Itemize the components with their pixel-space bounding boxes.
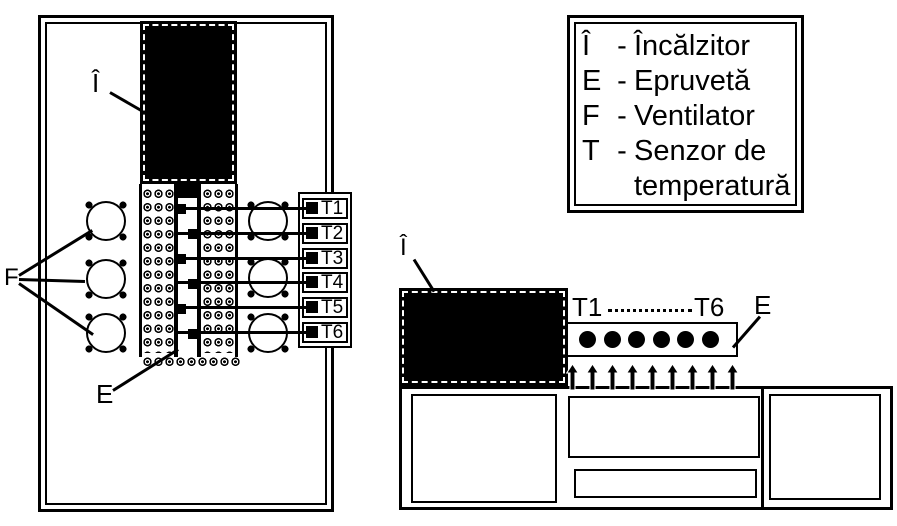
sensor-square-icon: [306, 276, 318, 288]
legend-dash: -: [617, 65, 627, 97]
legend-entry-heater: Î - Încălzitor: [582, 29, 791, 64]
sensor-notch-t6: [188, 329, 198, 339]
base-outer-frame: [399, 386, 893, 510]
legend-name: Încălzitor: [634, 30, 751, 62]
sensor-box-label: T4: [321, 272, 344, 293]
sensor-square-icon: [306, 252, 318, 264]
sensor-box-label: T2: [321, 223, 344, 244]
specimen-channel-top-cap: [176, 184, 200, 198]
heater-dashed-outline: [402, 291, 565, 383]
base-middle-top-box: [568, 396, 760, 458]
tube-circle: [628, 331, 645, 348]
duct-right-wall: [235, 184, 238, 357]
specimen-label-side: E: [754, 290, 772, 320]
tube-circle: [604, 331, 621, 348]
sensor-line-t4: [178, 281, 308, 284]
sensor-first-label: T1: [572, 292, 603, 322]
legend-name: Senzor de temperatură: [634, 135, 791, 202]
sensor-box-t2: T2: [302, 223, 348, 244]
specimen-label-front: E: [96, 379, 114, 409]
airflow-arrow-icon: [606, 363, 619, 391]
tube-circle: [579, 331, 596, 348]
legend-letter: Î: [582, 30, 591, 62]
airflow-arrow-icon: [566, 363, 579, 391]
legend-entry-sensor: T - Senzor de temperatură: [582, 134, 791, 204]
base-right-box: [769, 394, 881, 500]
legend-dash: -: [617, 135, 627, 167]
legend-letter: T: [582, 135, 600, 167]
sensor-square-icon: [306, 326, 318, 338]
sensor-notch-t4: [188, 279, 198, 289]
sensor-line-t5: [178, 306, 308, 309]
sensor-square-icon: [306, 202, 318, 214]
legend-entry-specimen: E - Epruvetă: [582, 64, 791, 99]
sensor-box-label: T6: [321, 322, 344, 343]
airflow-arrow-icon: [646, 363, 659, 391]
sensor-line-t3: [178, 257, 308, 260]
specimen-channel-right-wall: [197, 184, 201, 357]
legend-body: Î - Încălzitor E - Epruvetă F - Ventilat…: [576, 24, 795, 204]
base-middle-bottom-box: [574, 469, 757, 498]
legend-name: Epruvetă: [634, 65, 751, 97]
sensor-box-t6: T6: [302, 322, 348, 343]
sensor-box-label: T5: [321, 297, 344, 318]
duct-left-wall: [139, 184, 142, 357]
specimen-channel-left-wall: [174, 184, 178, 357]
sensor-box-label: T1: [321, 198, 344, 219]
sensor-box-label: T3: [321, 248, 344, 269]
stipple-left-band: [142, 187, 174, 353]
airflow-arrow-icon: [706, 363, 719, 391]
sensor-line-t6: [178, 331, 308, 334]
dotted-leader: [608, 309, 692, 312]
fan-label: F: [4, 264, 19, 291]
legend-letter: E: [582, 65, 602, 97]
airflow-arrow-icon: [726, 363, 739, 391]
fan-circle: [244, 254, 292, 302]
tube-circle: [677, 331, 694, 348]
sensor-box-t3: T3: [302, 248, 348, 269]
sensor-line-t1: [178, 207, 308, 210]
legend-entry-fan: F - Ventilator: [582, 99, 791, 134]
sensor-box-t5: T5: [302, 297, 348, 318]
legend-box: Î - Încălzitor E - Epruvetă F - Ventilat…: [567, 15, 804, 213]
legend-dash: -: [617, 30, 627, 62]
heater-side: [399, 288, 568, 386]
fan-circle: [82, 197, 130, 245]
sensor-line-t2: [178, 232, 308, 235]
tube-circle: [702, 331, 719, 348]
heater-label-side: Î: [400, 234, 407, 261]
base-left-box: [411, 394, 557, 503]
stipple-right-band: [202, 187, 235, 353]
fan-circle: [244, 197, 292, 245]
airflow-arrow-icon: [666, 363, 679, 391]
sensor-last-label: T6: [694, 292, 725, 322]
tube-circle: [653, 331, 670, 348]
airflow-arrow-icon: [626, 363, 639, 391]
sensor-box-t1: T1: [302, 198, 348, 219]
legend-name: Ventilator: [634, 100, 755, 132]
legend-inner-frame: Î - Încălzitor E - Epruvetă F - Ventilat…: [574, 22, 797, 206]
airflow-arrow-icon: [686, 363, 699, 391]
heater-dashed-outline: [143, 24, 234, 181]
base-divider-line: [761, 389, 764, 507]
stipple-bottom-row: [142, 355, 242, 369]
heater-front: [140, 21, 237, 184]
sensor-box-t4: T4: [302, 272, 348, 293]
fan-circle: [82, 255, 130, 303]
sensor-notch-t5: [176, 304, 186, 314]
legend-dash: -: [617, 100, 627, 132]
sensor-square-icon: [306, 227, 318, 239]
legend-letter: F: [582, 100, 600, 132]
airflow-arrow-icon: [586, 363, 599, 391]
sensor-square-icon: [306, 301, 318, 313]
heater-label-front: Î: [92, 68, 100, 98]
